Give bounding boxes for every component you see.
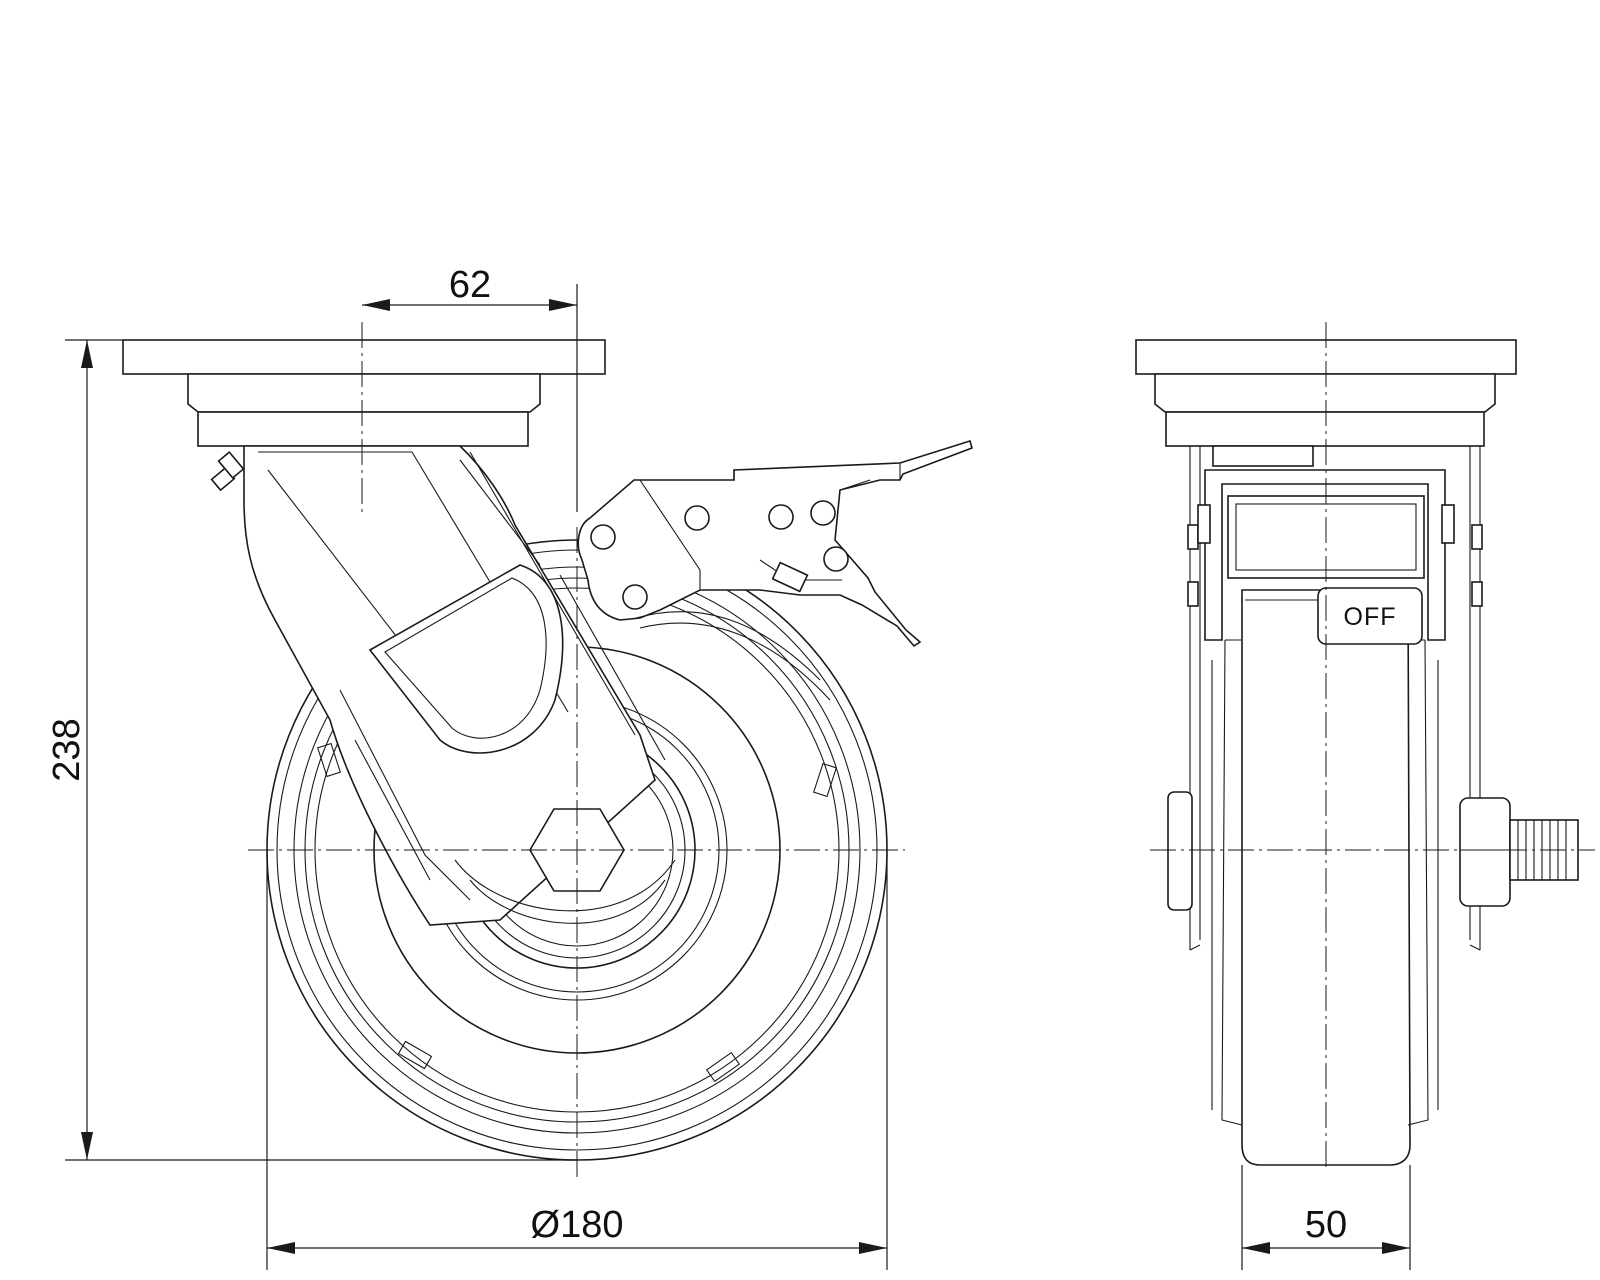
dimension-wheel-width: 50 [1241,1165,1411,1270]
grease-nipple [210,450,245,492]
brake-off-label: OFF [1344,603,1397,631]
dimension-wheel-diameter-value: Ø180 [531,1204,624,1246]
dimension-top-offset: 62 [362,264,578,512]
side-brake-housing [1187,445,1483,645]
side-wheel [1211,589,1439,1166]
front-centerlines [248,322,905,1178]
swivel-fork [243,445,676,926]
dimension-overall-height: 238 [46,339,577,1161]
side-centerlines [1150,322,1595,1168]
side-axle [1167,791,1579,911]
side-view [1135,322,1595,1168]
top-plate [122,339,606,447]
front-view [122,322,973,1178]
dimension-wheel-diameter: Ø180 [266,850,888,1270]
tread-marks [317,742,837,1083]
dimension-overall-height-value: 238 [46,718,88,781]
dimension-top-offset-value: 62 [449,264,491,306]
dimension-wheel-width-value: 50 [1305,1204,1347,1246]
brake-assembly [577,439,973,701]
